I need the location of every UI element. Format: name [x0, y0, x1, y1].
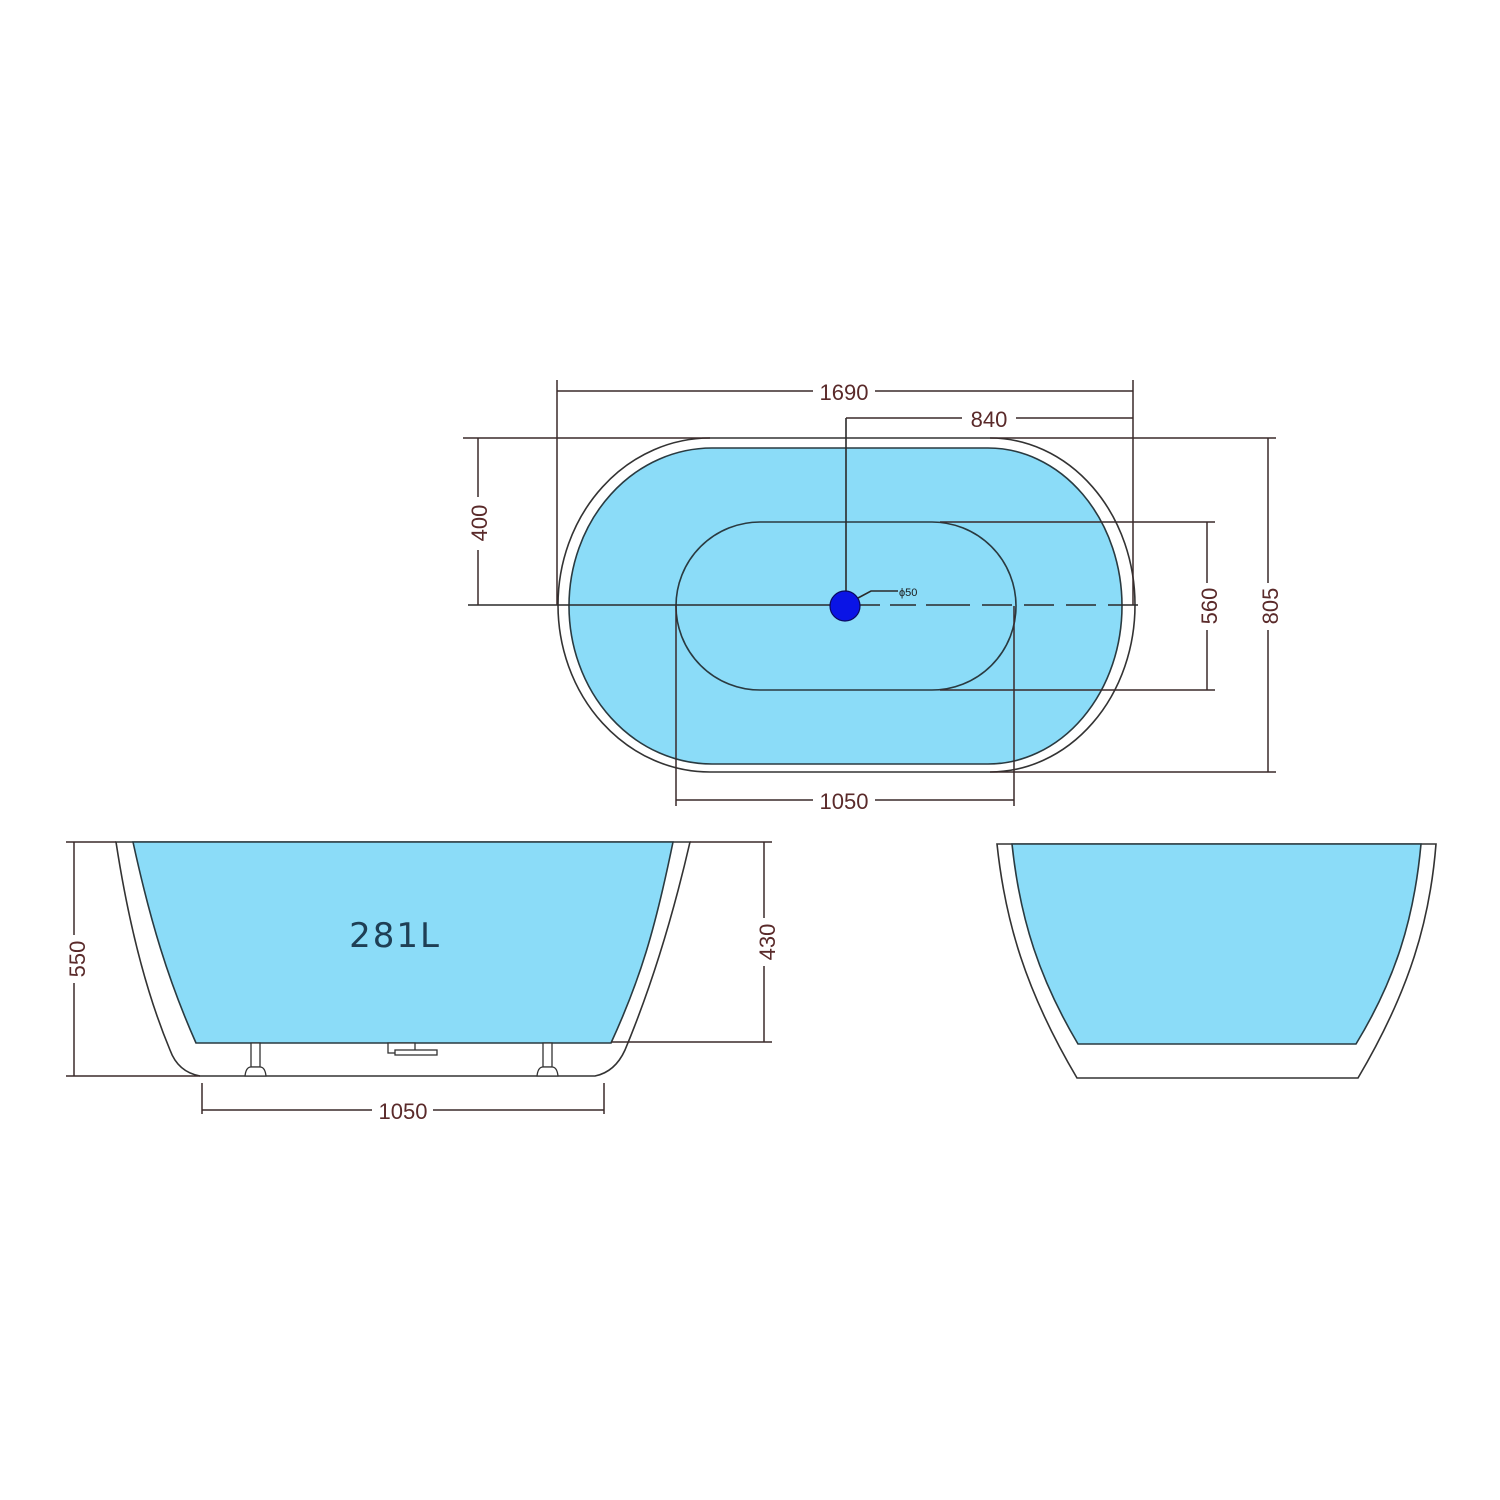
end-water — [1011, 843, 1422, 1045]
svg-text:1050: 1050 — [820, 789, 869, 814]
dimension-drain-offset: 840 — [846, 407, 1133, 432]
right-leg — [536, 1042, 559, 1077]
dimension-inner-length: 1050 — [675, 606, 1015, 814]
drain-diameter-label: ϕ50 — [899, 587, 917, 599]
svg-text:1690: 1690 — [820, 380, 869, 405]
side-water — [132, 841, 674, 1044]
svg-text:430: 430 — [755, 924, 780, 961]
waste-fitting — [387, 1042, 438, 1056]
svg-text:550: 550 — [65, 941, 90, 978]
end-view — [996, 843, 1437, 1079]
svg-text:1050: 1050 — [379, 1099, 428, 1124]
svg-text:560: 560 — [1197, 588, 1222, 625]
capacity-label: 281L — [349, 916, 441, 956]
dimension-inner-depth: 430 — [611, 841, 780, 1043]
dimension-drain-from-edge: 400 — [463, 437, 710, 605]
svg-text:400: 400 — [467, 505, 492, 542]
top-view: ϕ50 1690 840 400 560 — [463, 380, 1283, 814]
left-leg — [244, 1042, 267, 1077]
dimension-inner-width: 560 — [940, 521, 1222, 691]
dimension-overall-width: 805 — [990, 437, 1283, 773]
drain-circle-icon — [829, 590, 861, 622]
dimension-overall-height: 550 — [65, 841, 200, 1077]
side-view: 281L 550 430 — [65, 841, 780, 1124]
svg-text:805: 805 — [1258, 588, 1283, 625]
dimension-base-length: 1050 — [201, 1083, 605, 1124]
svg-text:840: 840 — [971, 407, 1008, 432]
